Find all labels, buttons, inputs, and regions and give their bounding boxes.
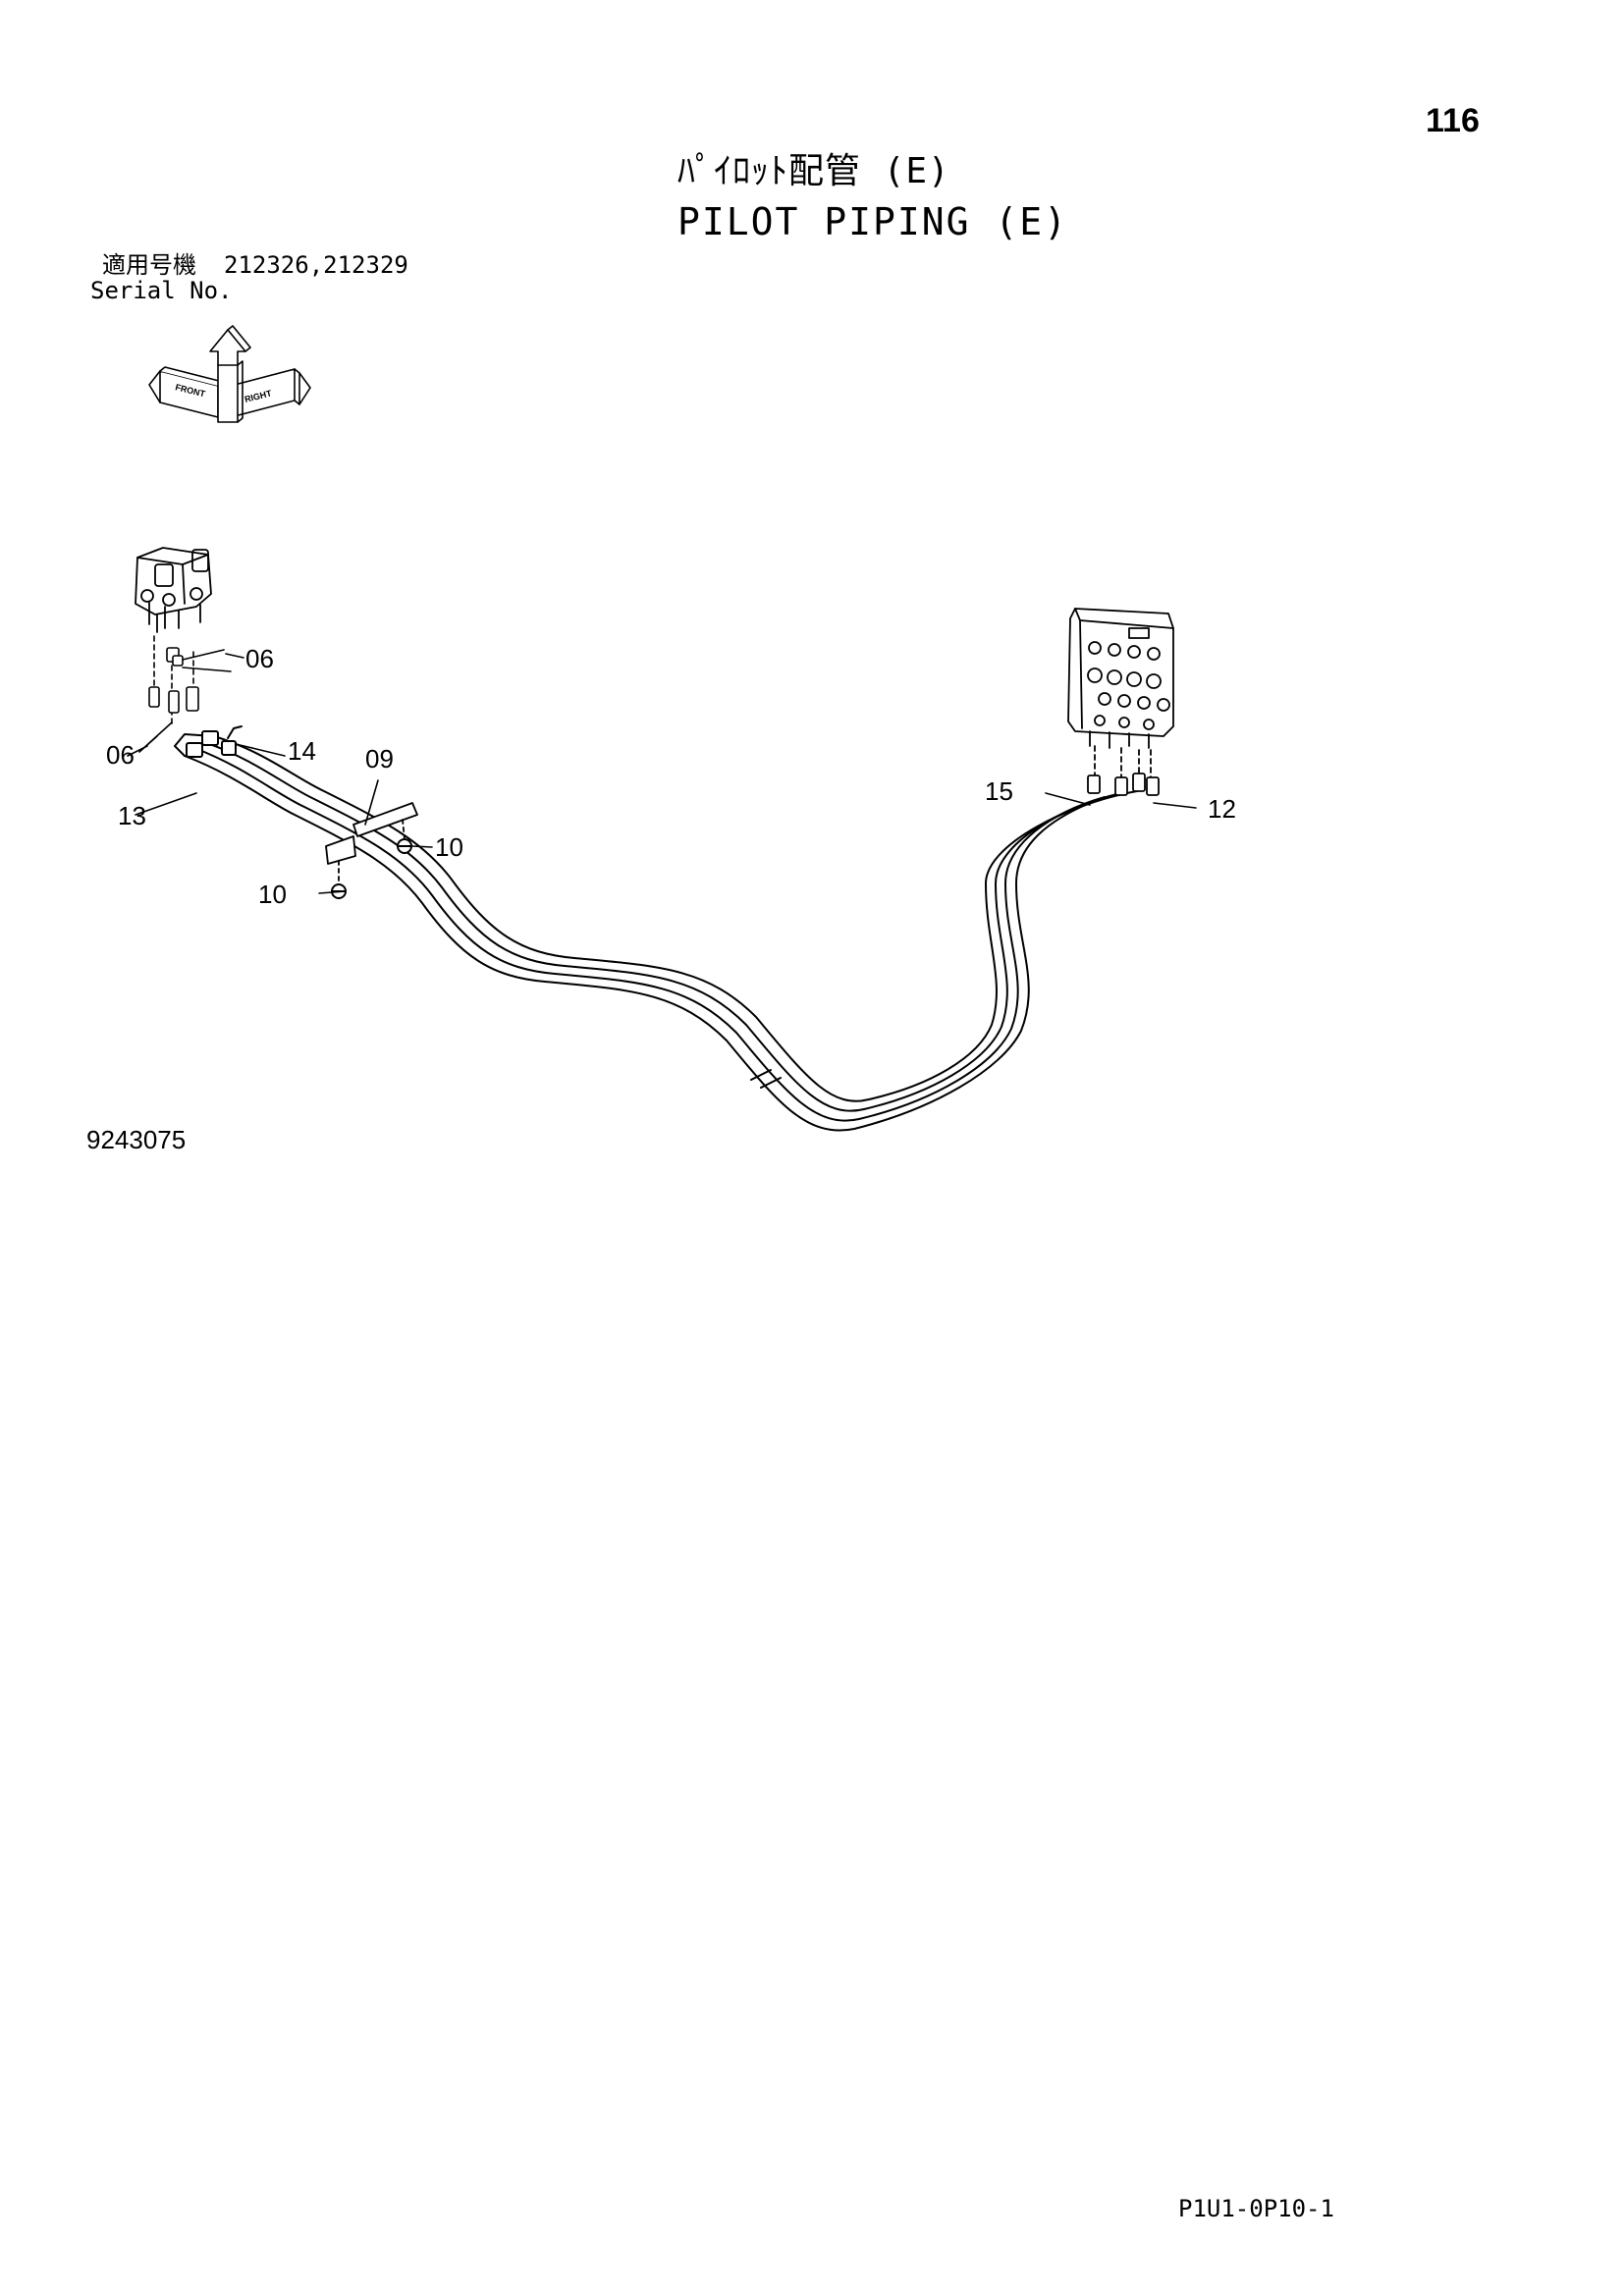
callout-14: 14 bbox=[288, 736, 316, 766]
page-title-english: PILOT PIPING (E) bbox=[677, 200, 1069, 243]
serial-numbers: 212326,212329 bbox=[224, 251, 408, 279]
document-code: P1U1-0P10-1 bbox=[1178, 2195, 1334, 2222]
callout-12: 12 bbox=[1208, 794, 1236, 824]
pilot-hose-bundle bbox=[174, 725, 1138, 1132]
fittings-06 bbox=[138, 635, 232, 753]
callout-09: 09 bbox=[365, 744, 394, 774]
callout-06-upper: 06 bbox=[245, 644, 274, 673]
bolt-10-upper bbox=[397, 838, 412, 854]
callout-06-lower: 06 bbox=[106, 740, 135, 770]
control-valve-right bbox=[1067, 608, 1174, 796]
pilot-valve-left bbox=[135, 547, 212, 633]
page-title-japanese: ﾊﾟｲﾛｯﾄ配管 (E) bbox=[677, 151, 950, 191]
serial-label-japanese: 適用号機 bbox=[102, 251, 196, 279]
drawing-number: 9243075 bbox=[86, 1125, 187, 1154]
callout-10-upper: 10 bbox=[435, 832, 463, 862]
orientation-compass: FRONT RIGHT bbox=[148, 325, 311, 423]
page-number: 116 bbox=[1426, 102, 1480, 139]
serial-label-english: Serial No. bbox=[90, 277, 233, 304]
callout-15: 15 bbox=[985, 776, 1013, 806]
bracket-09 bbox=[325, 802, 418, 884]
callout-13: 13 bbox=[118, 801, 146, 830]
leader-lines bbox=[127, 653, 1197, 894]
callout-10-lower: 10 bbox=[258, 880, 287, 909]
